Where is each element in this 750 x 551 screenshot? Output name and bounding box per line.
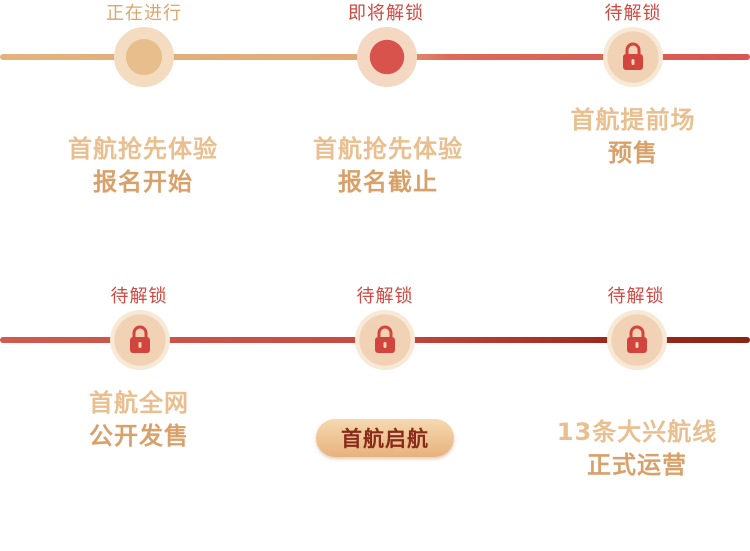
progress-dot-icon: [114, 27, 174, 87]
lock-icon: [607, 310, 667, 370]
status-label: 即将解锁: [348, 3, 424, 24]
milestone-label: 首航抢先体验 报名开始: [33, 133, 253, 199]
milestone-title: 首航抢先体验: [68, 135, 218, 163]
status-label: 待解锁: [607, 286, 665, 307]
milestone-label: 13条大兴航线 正式运营: [527, 416, 747, 482]
status-label: 待解锁: [356, 286, 414, 307]
status-label: 正在进行: [106, 3, 182, 24]
lock-icon: [355, 310, 415, 370]
milestone-subtitle: 正式运营: [587, 451, 687, 479]
milestone-label: 首航提前场 预售: [523, 104, 743, 170]
milestone-title: 13条大兴航线: [556, 418, 718, 446]
milestone-title: 首航提前场: [570, 106, 696, 134]
milestone-title: 首航全网: [89, 389, 189, 417]
milestone-subtitle: 报名截止: [338, 168, 438, 196]
milestone-title: 首航抢先体验: [313, 135, 463, 163]
status-label: 待解锁: [604, 3, 662, 24]
milestone-label: 首航全网 公开发售: [29, 387, 249, 453]
lock-icon: [603, 27, 663, 87]
lock-icon: [110, 310, 170, 370]
milestone-subtitle: 预售: [608, 139, 658, 167]
status-label: 待解锁: [110, 286, 168, 307]
milestone-subtitle: 报名开始: [93, 168, 193, 196]
milestone-label: 首航抢先体验 报名截止: [278, 133, 498, 199]
launch-badge-label: 首航启航: [341, 427, 429, 451]
launch-badge: 首航启航: [316, 419, 454, 457]
progress-dot-icon: [357, 27, 417, 87]
milestone-subtitle: 公开发售: [89, 422, 189, 450]
